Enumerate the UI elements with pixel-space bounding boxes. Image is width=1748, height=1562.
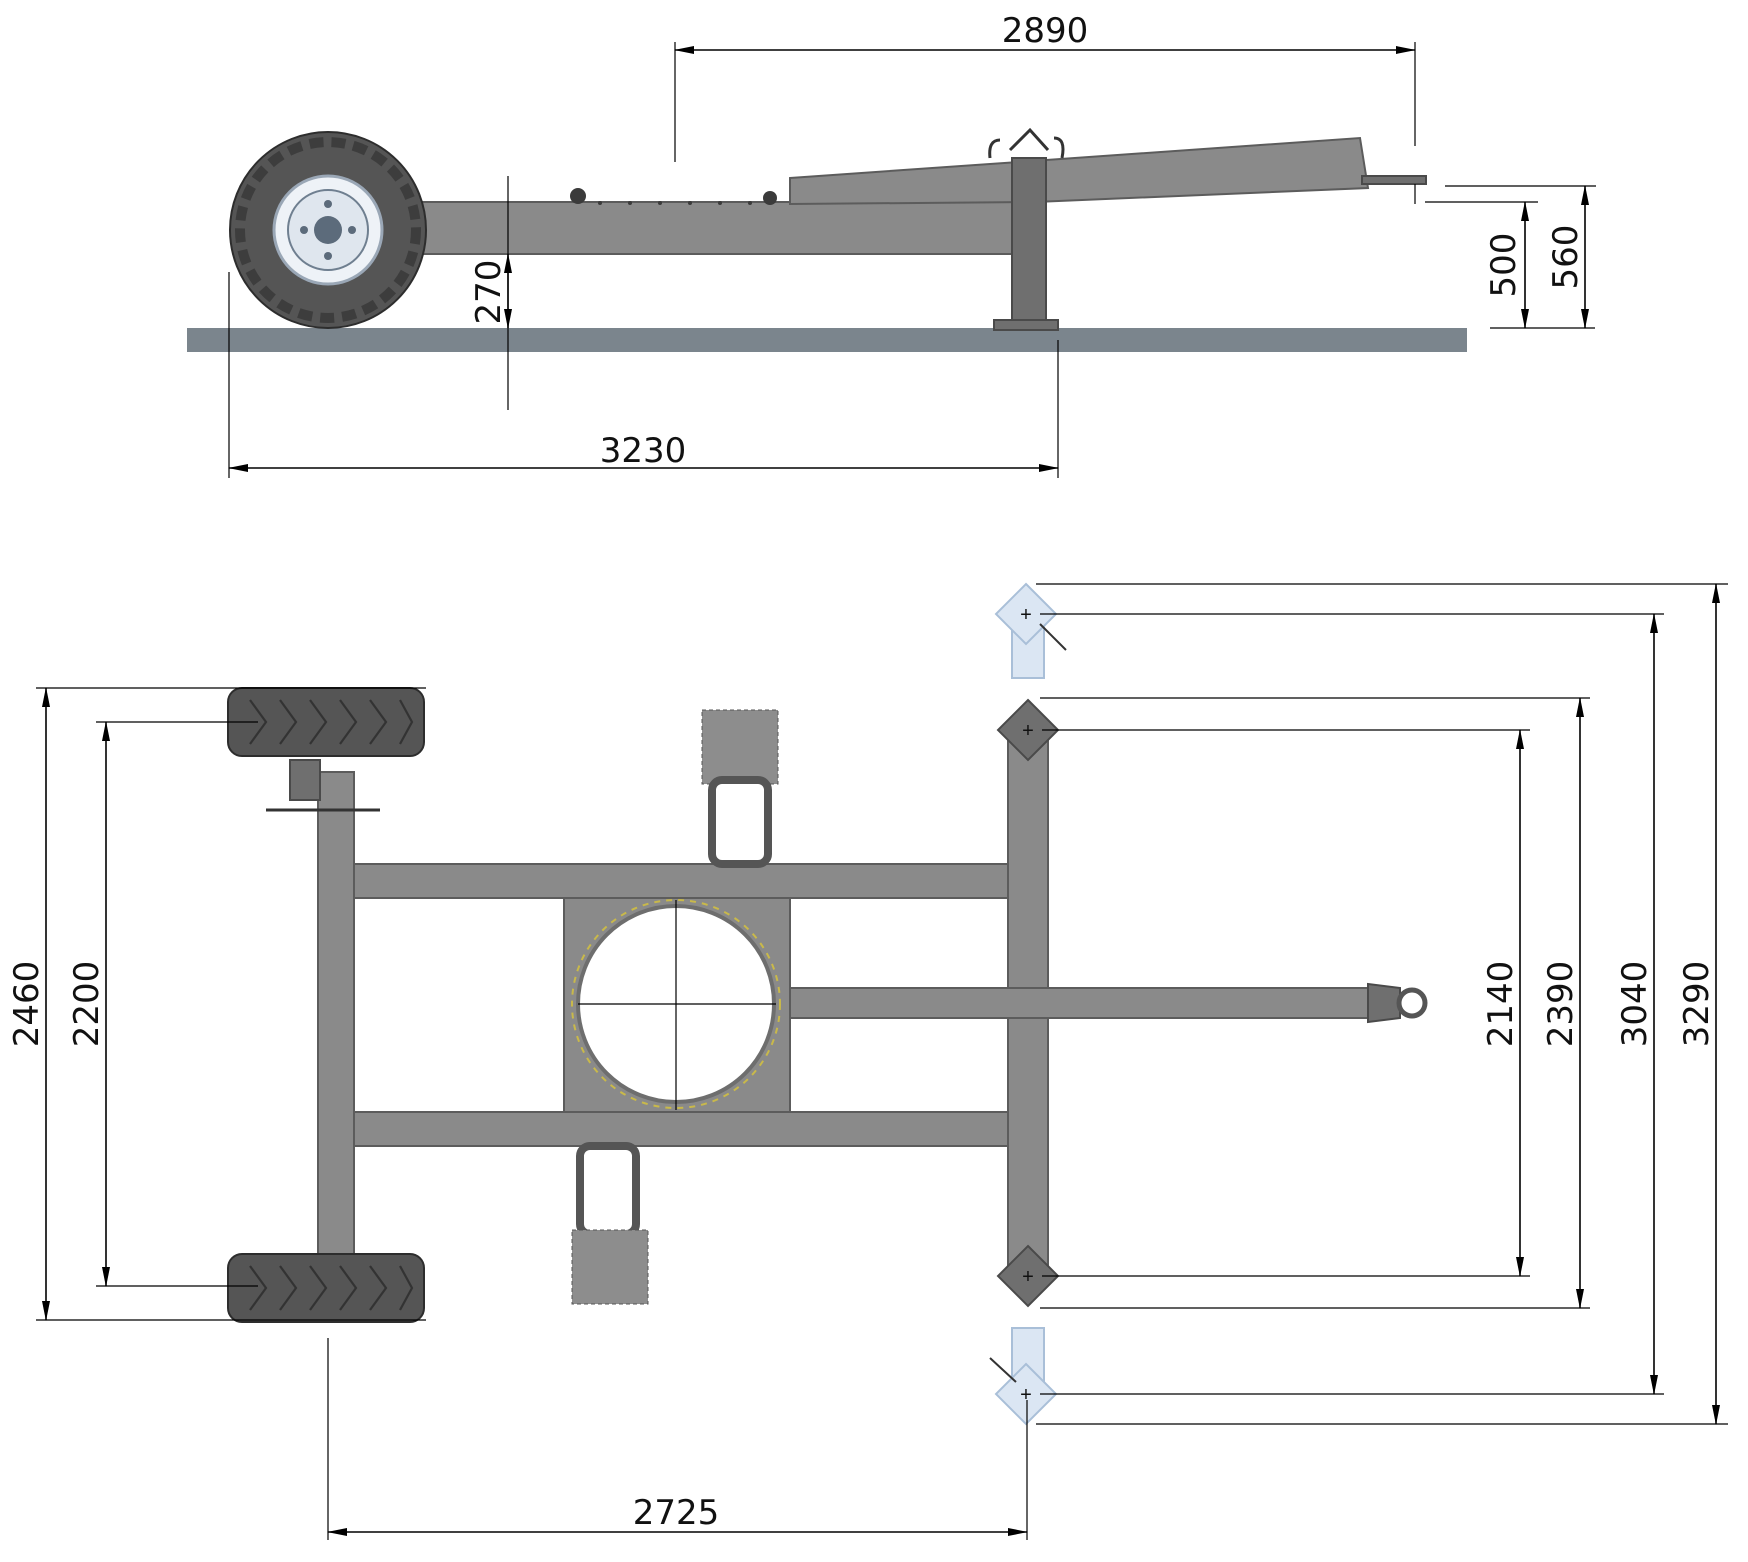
beam-bolts	[570, 188, 777, 205]
dim-label-270: 270	[469, 260, 509, 325]
step-bracket-upper	[708, 776, 772, 868]
dim-label-2200: 2200	[67, 961, 107, 1048]
ghost-leg-lower: +	[989, 1327, 1058, 1426]
dim-label-2140: 2140	[1481, 961, 1521, 1048]
side-drawbar	[789, 136, 1370, 206]
top-view: + + + + 2725 2460 2200	[7, 582, 1728, 1540]
top-wheel-lower	[227, 1253, 425, 1323]
dim-label-2890: 2890	[1002, 11, 1089, 51]
leg-foot-lower	[996, 1244, 1060, 1308]
svg-text:+: +	[1020, 1384, 1032, 1406]
top-drawbar	[789, 987, 1371, 1019]
dim-label-2390: 2390	[1541, 961, 1581, 1048]
side-main-beam	[399, 201, 1036, 255]
side-wheel	[229, 131, 427, 329]
step-pad-lower	[571, 1229, 649, 1305]
hitch-ring	[1396, 987, 1428, 1019]
dim-label-3230: 3230	[600, 431, 687, 471]
cross-beam-lower	[353, 1111, 1015, 1147]
hitch-plate	[1361, 175, 1427, 185]
dim-label-2725: 2725	[633, 1493, 720, 1533]
dim-label-3040: 3040	[1615, 961, 1655, 1048]
jack-foot	[993, 319, 1059, 331]
dim-label-500: 500	[1484, 233, 1524, 298]
step-bracket-lower	[576, 1142, 640, 1238]
jack-stand	[1011, 157, 1047, 329]
dim-label-2460: 2460	[7, 961, 47, 1048]
dim-label-3290: 3290	[1677, 961, 1717, 1048]
svg-text:+: +	[1022, 1266, 1034, 1288]
step-pad-upper	[701, 709, 779, 785]
leg-foot-upper	[996, 698, 1060, 762]
rear-axle	[317, 771, 355, 1255]
cross-beam-upper	[353, 863, 1015, 899]
side-view: 2890 3230 270 500 560	[187, 11, 1596, 478]
ghost-leg-upper: +	[994, 582, 1067, 679]
jack-handle	[988, 127, 1065, 159]
hitch-ring-mount	[1367, 982, 1401, 1024]
svg-text:+: +	[1020, 604, 1032, 626]
dim-label-560: 560	[1546, 225, 1586, 290]
ground-plane	[187, 328, 1467, 352]
svg-text:+: +	[1022, 720, 1034, 742]
